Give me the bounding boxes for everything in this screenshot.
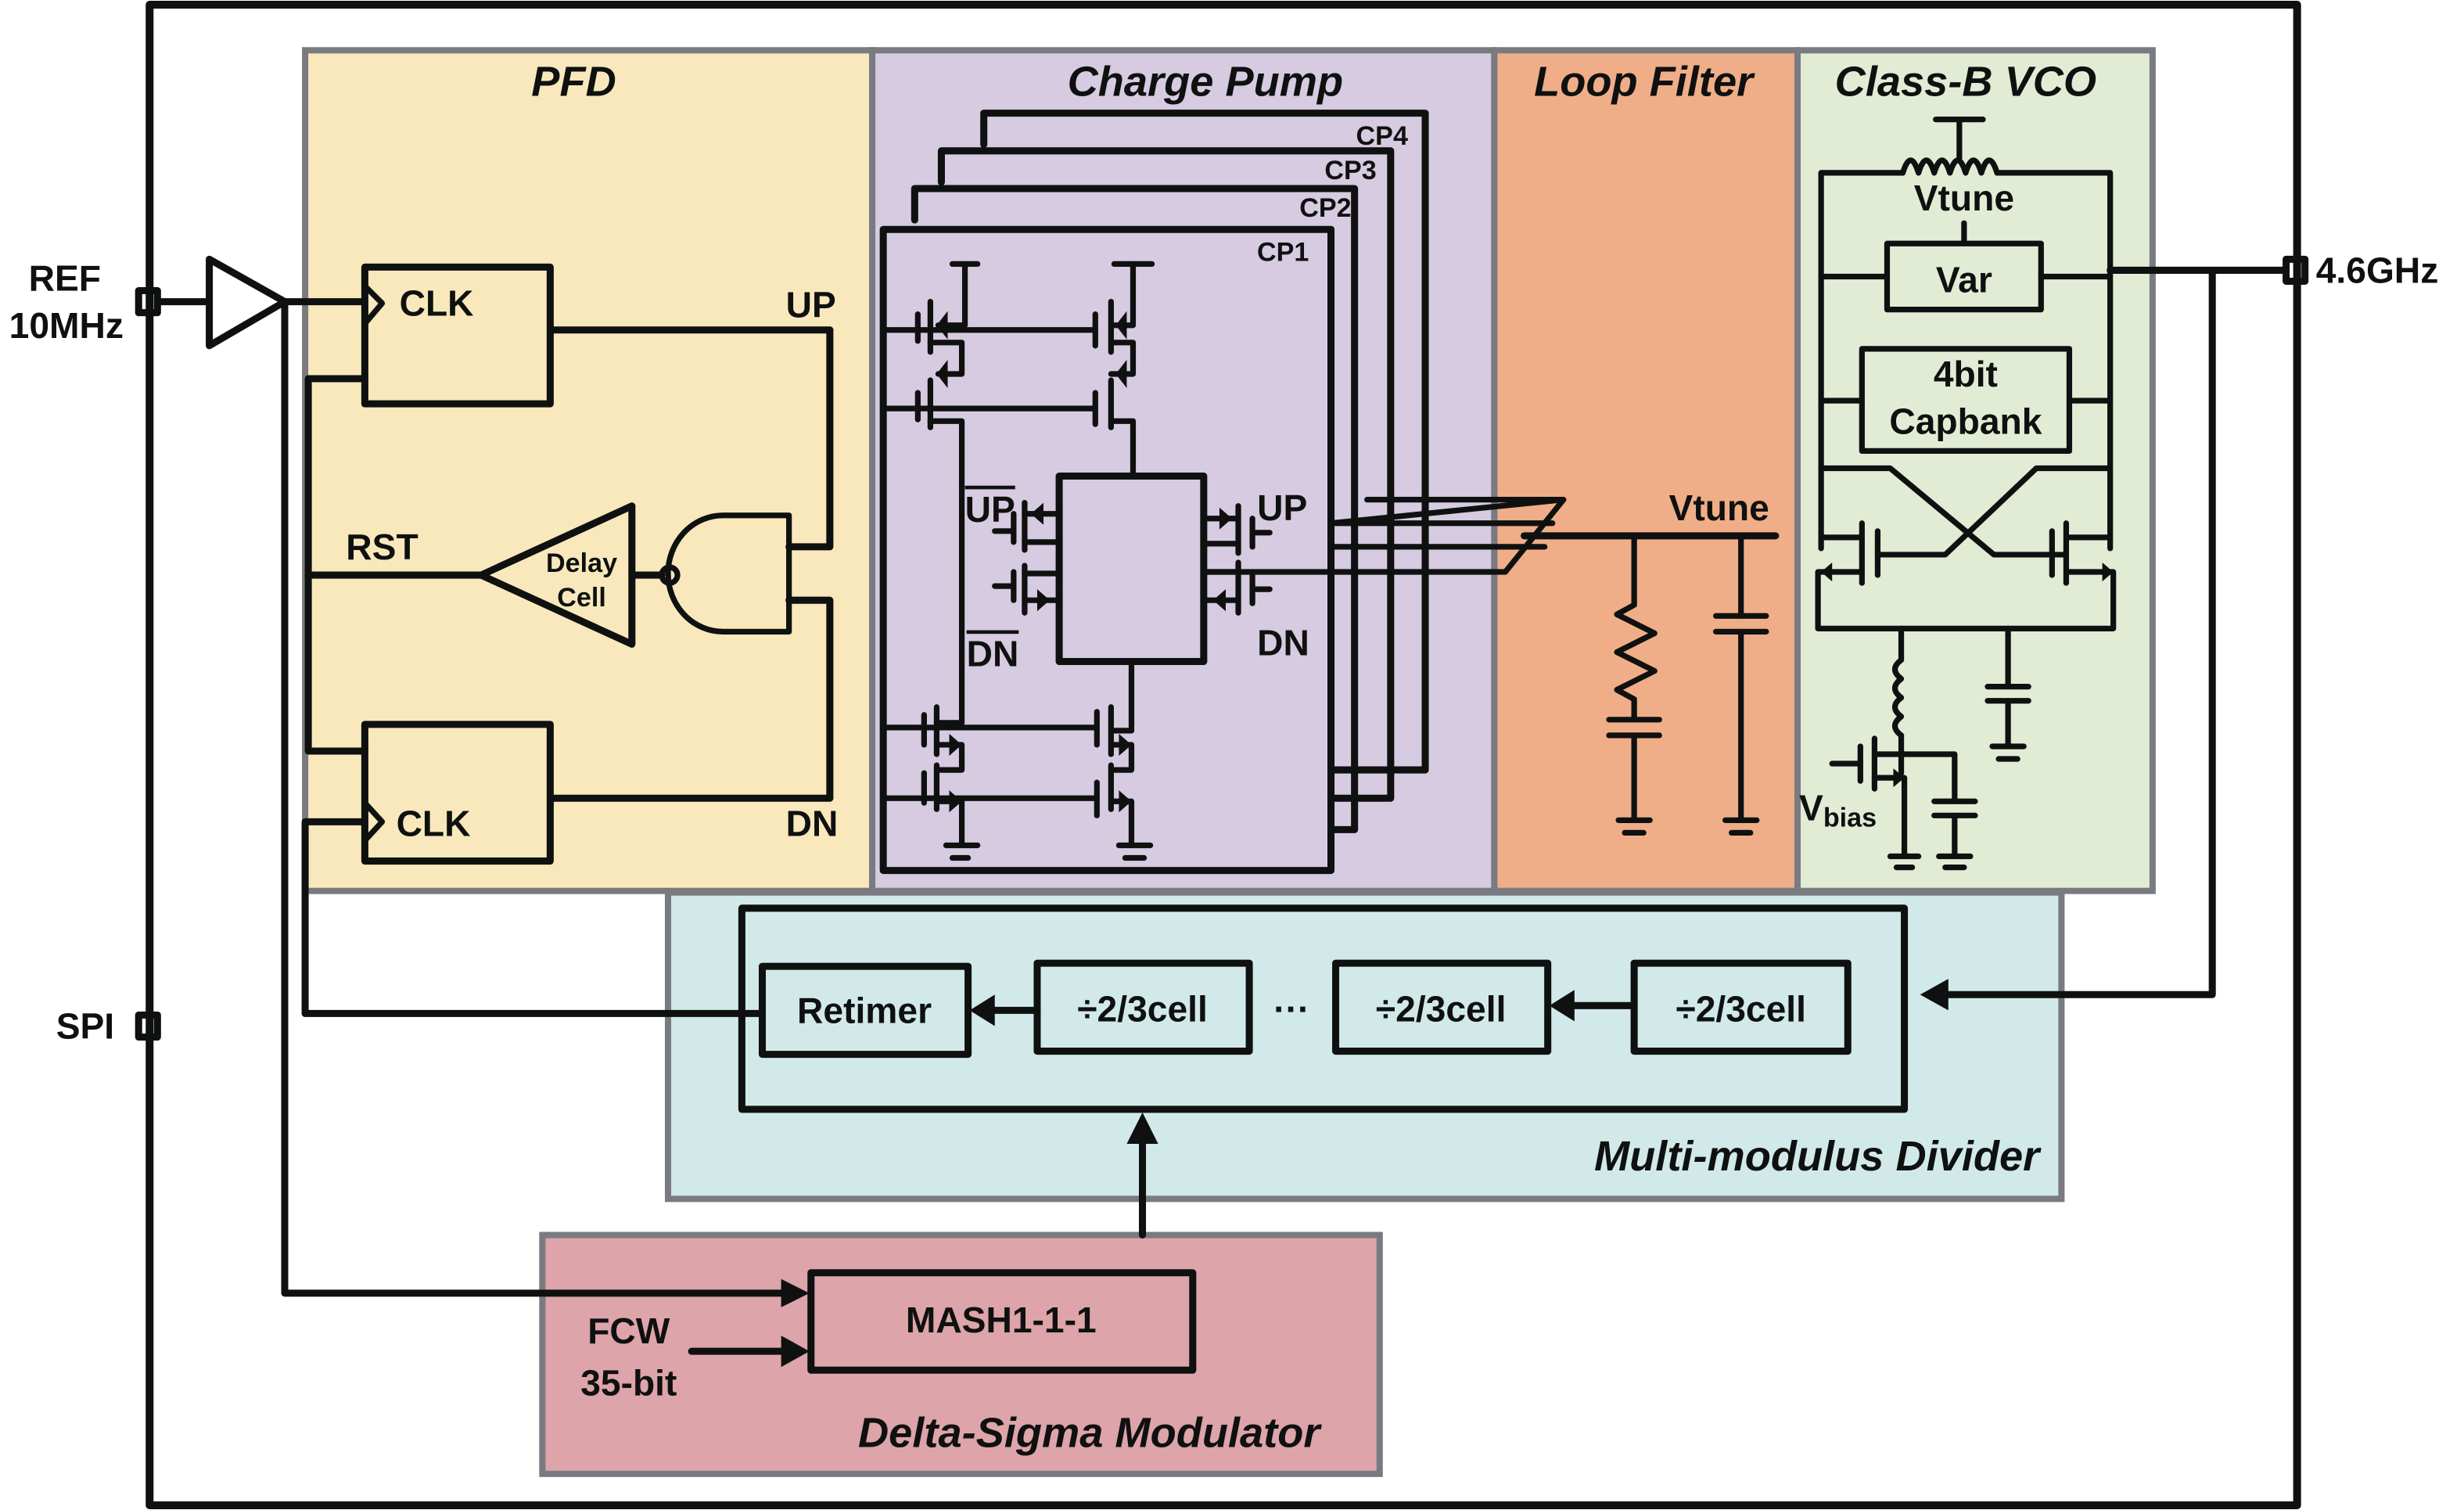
charge-pump-title: Charge Pump [1068,59,1343,106]
vbias-label: Vbias [1799,787,1877,832]
loop-filter-vtune-label: Vtune [1669,487,1769,528]
output-pin: 4.6GHz [2283,250,2439,290]
pfd-block [302,47,876,894]
pmos-mirror [883,261,1155,491]
div-cell-2 [1332,959,1552,1055]
vco-core: Vtune Var 4bit Capbank Vbias [1799,117,2117,871]
fcw-width-label: 35-bit [580,1362,677,1403]
pfd-title: PFD [531,59,616,106]
loop-filter-title: Loop Filter [1534,59,1755,106]
ref-label: REF [29,258,101,299]
dff-dn: CLK DN [361,721,839,865]
ref-buffer [153,255,810,1307]
vco-output-route [1920,266,2290,1011]
dsm-to-divider-route [1126,1112,1158,1239]
chip-boundary [145,1,2301,1509]
varactor-label: Var [1936,260,1992,300]
div-cell-3-label: ÷2/3cell [1676,988,1806,1029]
dsm-title: Delta-Sigma Modulator [858,1410,1322,1457]
cp3-label: CP3 [1324,156,1376,185]
delay-cell-label-1: Delay [546,548,617,578]
dn-bar-label: DN [967,634,1019,674]
div-cell-2-label: ÷2/3cell [1376,988,1507,1029]
retimer-label: Retimer [797,990,932,1030]
cp-switch-core: UP DN UP DN [958,473,1334,726]
dn-switch-label: DN [1257,622,1309,663]
up-switch-label: UP [1257,487,1307,528]
vco-vtune-label: Vtune [1914,178,2014,218]
vco-title: Class-B VCO [1835,59,2096,106]
loop-filter-block [1491,47,1801,894]
mash-box [807,1269,1197,1374]
loop-filter-network: Vtune [1606,487,1769,836]
charge-pump-units: CP4 CP3 CP2 CP1 [879,110,1429,875]
cp4-label: CP4 [1356,121,1408,151]
mash-label: MASH1-1-1 [906,1300,1097,1340]
capbank-label-2: Capbank [1889,401,2042,441]
fcw-label: FCW [587,1310,670,1351]
dff-up-clk-label: CLK [400,283,474,324]
div-cell-1-label: ÷2/3cell [1077,988,1208,1029]
dff-dn-clk-label: CLK [397,803,471,843]
nmos-mirror [883,658,1154,861]
delay-cell-label-2: Cell [557,583,606,613]
cp1-label: CP1 [1257,237,1309,267]
div-ellipsis: ··· [1273,988,1309,1029]
up-bar-label: UP [965,489,1015,530]
charge-pump-block [869,47,1498,894]
cp-output-bus [1327,497,1780,575]
delay-cell: Delay Cell [477,502,666,648]
output-freq-label: 4.6GHz [2316,250,2439,290]
ref-freq-label: 10MHz [9,305,124,346]
divider-title: Multi-modulus Divider [1594,1133,2042,1180]
capbank-label-1: 4bit [1934,354,1998,394]
up-signal-label: UP [786,285,836,325]
rst-label: RST [346,527,418,567]
cp2-label: CP2 [1299,193,1351,223]
divider-chain: Retimer ÷2/3cell ··· ÷2/3cell ÷2/3cell [738,904,1909,1113]
dn-signal-label: DN [786,803,839,843]
spi-pin: SPI [56,1006,161,1047]
ref-pin: REF 10MHz [9,258,161,346]
divider-block [664,889,2065,1203]
dsm-internals: MASH1-1-1 FCW 35-bit [580,1269,1197,1403]
dff-up: CLK UP [361,263,836,408]
spi-label: SPI [56,1006,114,1047]
